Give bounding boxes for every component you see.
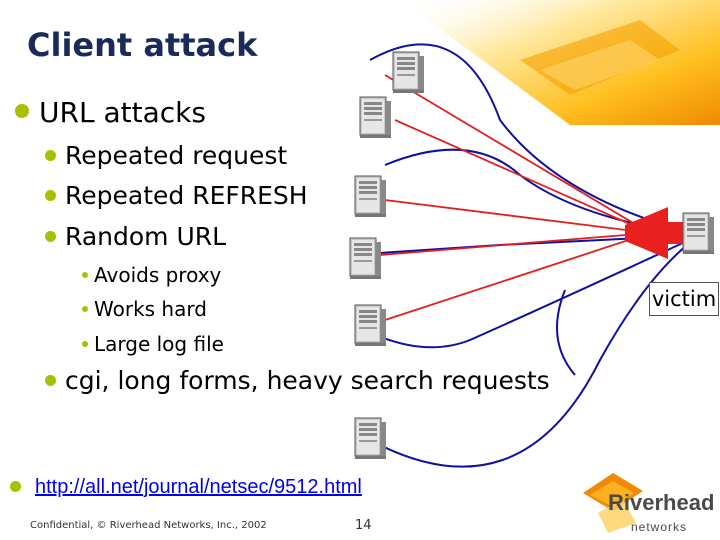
logo-subtitle: networks xyxy=(631,520,688,534)
bullet-large-log-file: Large log file xyxy=(82,332,224,356)
bullet-works-hard: Works hard xyxy=(82,297,207,321)
page-number: 14 xyxy=(355,518,372,533)
victim-label: victim xyxy=(649,282,719,316)
bullet-avoids-proxy: Avoids proxy xyxy=(82,263,221,287)
server-icon xyxy=(354,304,387,347)
bullet-repeated-refresh: Repeated REFRESH xyxy=(45,181,308,210)
bullet-dot-icon xyxy=(45,230,56,242)
bullet-dot-icon xyxy=(45,189,56,201)
bullet-dot-icon xyxy=(82,272,88,278)
riverhead-logo xyxy=(583,473,643,533)
bullet-cgi-forms: cgi, long forms, heavy search requests xyxy=(45,366,550,395)
logo-name: Riverhead xyxy=(608,490,715,515)
bullet-random-url: Random URL xyxy=(45,222,226,251)
link-bullet: http://all.net/journal/netsec/9512.html xyxy=(10,476,362,499)
server-icon xyxy=(359,96,392,139)
bullet-repeated-request: Repeated request xyxy=(45,141,287,170)
server-icon xyxy=(354,417,387,460)
bullet-dot-icon xyxy=(15,104,29,118)
bullet-dot-icon xyxy=(10,481,21,492)
journal-link[interactable]: http://all.net/journal/netsec/9512.html xyxy=(35,476,362,498)
server-icon xyxy=(349,237,382,280)
bullet-dot-icon xyxy=(82,306,88,312)
footer-confidential: Confidential, © Riverhead Networks, Inc.… xyxy=(30,520,267,531)
victim-server-icon xyxy=(682,212,715,255)
bullet-dot-icon xyxy=(82,341,88,347)
orange-corner-graphic xyxy=(400,0,720,125)
bullet-url-attacks: URL attacks xyxy=(15,96,206,129)
server-icon xyxy=(392,51,425,94)
slide-title: Client attack xyxy=(27,26,258,64)
bullet-dot-icon xyxy=(45,149,56,161)
server-icon xyxy=(354,175,387,218)
bullet-dot-icon xyxy=(45,374,56,386)
